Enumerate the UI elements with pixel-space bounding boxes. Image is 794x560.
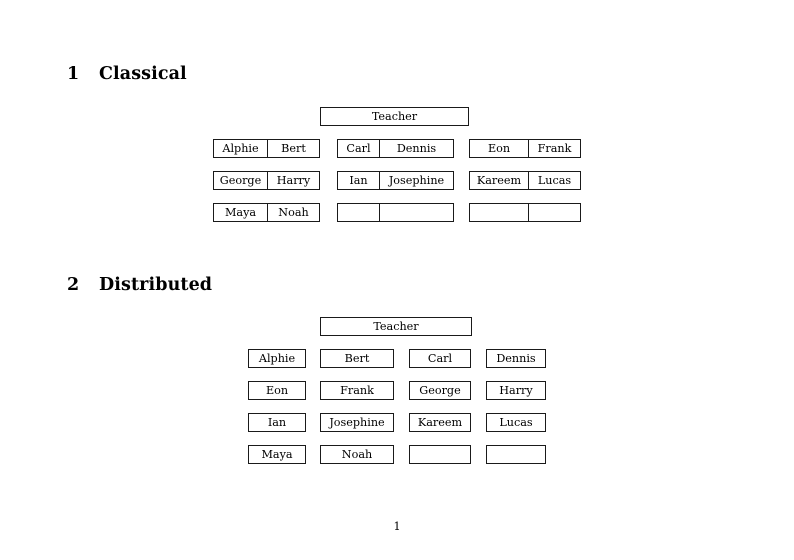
student-box: Kareem xyxy=(409,413,471,432)
student-cell: Noah xyxy=(268,203,320,222)
section-heading-classical: 1 Classical xyxy=(67,64,187,84)
student-box-empty xyxy=(409,445,471,464)
student-cell-empty xyxy=(380,203,454,222)
student-box: Carl xyxy=(409,349,471,368)
student-cell: Carl xyxy=(337,139,380,158)
student-cell: Josephine xyxy=(380,171,454,190)
table-row xyxy=(337,203,454,222)
student-box: Frank xyxy=(320,381,394,400)
student-cell: Kareem xyxy=(469,171,529,190)
student-box: George xyxy=(409,381,471,400)
teacher-box-distributed: Teacher xyxy=(320,317,472,336)
student-box: Lucas xyxy=(486,413,546,432)
student-cell: Eon xyxy=(469,139,529,158)
student-cell: Maya xyxy=(213,203,268,222)
student-cell: Ian xyxy=(337,171,380,190)
student-cell: Bert xyxy=(268,139,320,158)
teacher-box-classical: Teacher xyxy=(320,107,469,126)
table-row: Alphie Bert xyxy=(213,139,320,158)
student-box: Harry xyxy=(486,381,546,400)
student-box: Eon xyxy=(248,381,306,400)
student-box: Ian xyxy=(248,413,306,432)
student-cell: Dennis xyxy=(380,139,454,158)
student-cell: Alphie xyxy=(213,139,268,158)
student-cell: Frank xyxy=(529,139,581,158)
section-number: 1 xyxy=(67,64,80,84)
table-row: Ian Josephine xyxy=(337,171,454,190)
table-row: Kareem Lucas xyxy=(469,171,581,190)
table-row xyxy=(469,203,581,222)
section-heading-distributed: 2 Distributed xyxy=(67,275,212,295)
student-box: Noah xyxy=(320,445,394,464)
student-box: Alphie xyxy=(248,349,306,368)
student-cell-empty xyxy=(529,203,581,222)
student-cell: Lucas xyxy=(529,171,581,190)
table-row: Carl Dennis xyxy=(337,139,454,158)
student-box: Dennis xyxy=(486,349,546,368)
student-box-empty xyxy=(486,445,546,464)
student-box: Josephine xyxy=(320,413,394,432)
section-title: Distributed xyxy=(99,275,213,295)
table-row: Maya Noah xyxy=(213,203,320,222)
section-title: Classical xyxy=(99,64,187,84)
student-cell-empty xyxy=(337,203,380,222)
student-cell-empty xyxy=(469,203,529,222)
table-row: Eon Frank xyxy=(469,139,581,158)
section-number: 2 xyxy=(67,275,80,295)
page-number: 1 xyxy=(393,520,401,533)
student-box: Bert xyxy=(320,349,394,368)
student-box: Maya xyxy=(248,445,306,464)
table-row: George Harry xyxy=(213,171,320,190)
student-cell: George xyxy=(213,171,268,190)
student-cell: Harry xyxy=(268,171,320,190)
